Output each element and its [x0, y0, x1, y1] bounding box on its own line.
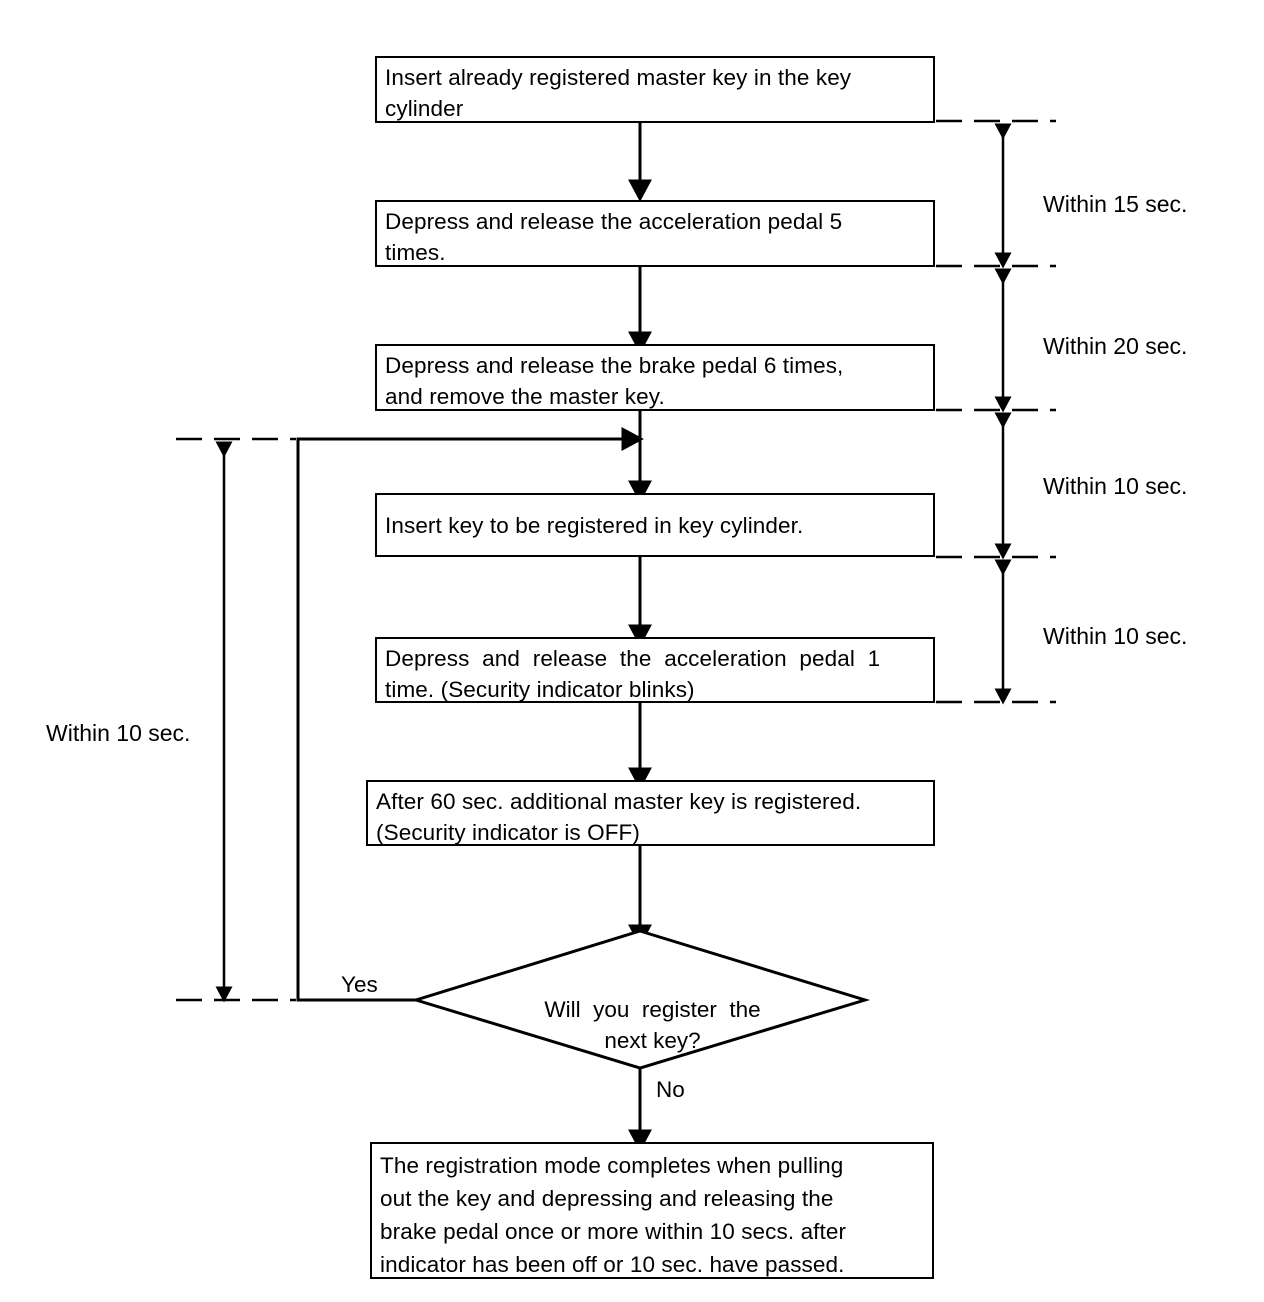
decision-line: next key? — [604, 1028, 701, 1053]
step-line: out the key and depressing and releasing… — [380, 1186, 834, 1211]
step-line: Insert key to be registered in key cylin… — [385, 513, 804, 538]
step-line: After 60 sec. additional master key is r… — [376, 789, 862, 814]
step-line: times. — [385, 240, 446, 265]
timing-label-within-10-sec-b: Within 10 sec. — [1043, 623, 1188, 649]
decision-diamond-shape — [410, 929, 871, 1070]
step-box-brake-6-times: Depress and release the brake pedal 6 ti… — [375, 344, 935, 411]
timing-label-within-10-sec-loop: Within 10 sec. — [46, 720, 191, 746]
branch-label-yes: Yes — [341, 972, 378, 997]
step-line: brake pedal once or more within 10 secs.… — [380, 1219, 847, 1244]
timing-label-within-15-sec: Within 15 sec. — [1043, 191, 1188, 217]
step-line: Depress and release the acceleration ped… — [385, 646, 881, 671]
step-line: The registration mode completes when pul… — [380, 1153, 844, 1178]
step-line: Depress and release the brake pedal 6 ti… — [385, 353, 844, 378]
step-line: Insert already registered master key in … — [385, 65, 852, 90]
step-line: (Security indicator is OFF) — [376, 820, 640, 845]
step-box-accel-5-times: Depress and release the acceleration ped… — [375, 200, 935, 267]
step-line: cylinder — [385, 96, 464, 121]
decision-label: Will you register the next key? — [470, 963, 810, 1087]
step-box-completion: The registration mode completes when pul… — [370, 1142, 934, 1279]
step-box-insert-master-key: Insert already registered master key in … — [375, 56, 935, 123]
step-box-after-60-sec: After 60 sec. additional master key is r… — [366, 780, 935, 846]
timing-label-within-20-sec: Within 20 sec. — [1043, 333, 1188, 359]
step-line: time. (Security indicator blinks) — [385, 677, 695, 702]
step-line: indicator has been off or 10 sec. have p… — [380, 1252, 845, 1277]
step-line: Depress and release the acceleration ped… — [385, 209, 843, 234]
step-box-accel-1-time: Depress and release the acceleration ped… — [375, 637, 935, 703]
branch-label-no: No — [656, 1077, 685, 1102]
step-box-insert-new-key: Insert key to be registered in key cylin… — [375, 493, 935, 557]
timing-label-within-10-sec-a: Within 10 sec. — [1043, 473, 1188, 499]
yes-loopback-path — [296, 427, 644, 1002]
step-line: and remove the master key. — [385, 384, 665, 409]
decision-line: Will you register the — [544, 997, 761, 1022]
